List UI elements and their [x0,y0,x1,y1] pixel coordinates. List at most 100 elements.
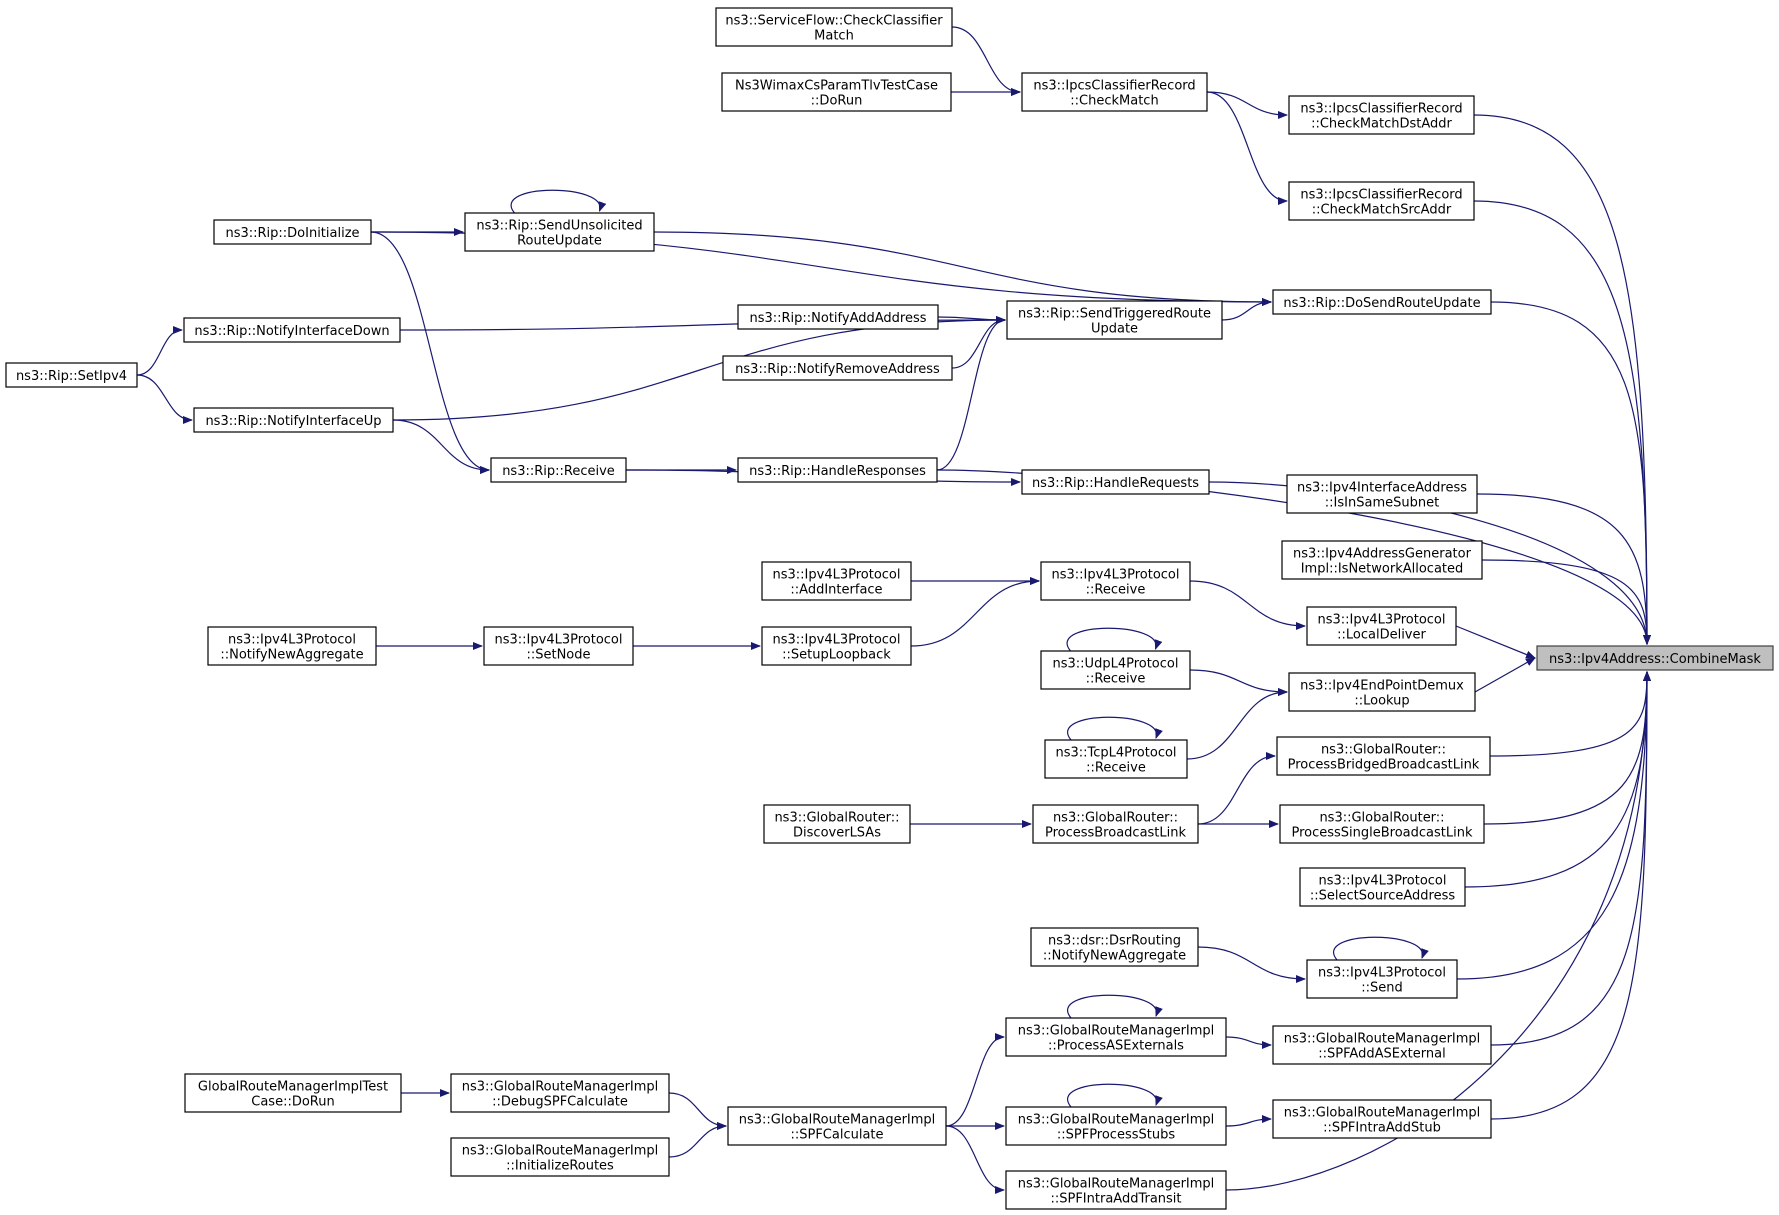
node-handle-requests[interactable]: ns3::Rip::HandleRequests [1021,469,1210,495]
node-s-p-f-stubs[interactable]: ns3::GlobalRouteManagerImpl::SPFProcessS… [1005,1106,1227,1146]
node-local-deliver[interactable]: ns3::Ipv4L3Protocol::LocalDeliver [1306,606,1457,646]
node-init-routes[interactable]: ns3::GlobalRouteManagerImpl::InitializeR… [450,1137,670,1177]
node-label: ns3::Rip::DoSendRouteUpdate [1283,296,1480,311]
node-do-initialize[interactable]: ns3::Rip::DoInitialize [213,219,372,245]
node-label: ns3::Rip::Receive [502,464,615,479]
node-label: ProcessBridgedBroadcastLink [1288,758,1480,773]
node-set-node[interactable]: ns3::Ipv4L3Protocol::SetNode [483,626,634,666]
node-check-match-src[interactable]: ns3::IpcsClassifierRecord::CheckMatchSrc… [1288,181,1475,221]
node-proc-broadcast[interactable]: ns3::GlobalRouter::ProcessBroadcastLink [1032,804,1199,844]
node-box [722,355,953,381]
node-is-in-same-subnet[interactable]: ns3::Ipv4InterfaceAddress::IsInSameSubne… [1286,474,1478,514]
node-udp-receive[interactable]: ns3::UdpL4Protocol::Receive [1040,650,1191,690]
node-check-match[interactable]: ns3::IpcsClassifierRecord::CheckMatch [1021,72,1208,112]
node-box [1536,645,1774,671]
node-dsr-notify[interactable]: ns3::dsr::DsrRouting::NotifyNewAggregate [1030,927,1199,967]
node-box [184,1073,402,1113]
node-s-p-f-add-a-s-ext[interactable]: ns3::GlobalRouteManagerImpl::SPFAddASExt… [1272,1025,1492,1065]
edge-L3Receive-to-LocalDeliver [1189,580,1306,630]
node-l3-send[interactable]: ns3::Ipv4L3Protocol::Send [1306,959,1458,999]
node-proc-single[interactable]: ns3::GlobalRouter::ProcessSingleBroadcas… [1279,804,1485,844]
node-label: ns3::GlobalRouteManagerImpl [462,1080,659,1095]
node-notify-add-addr[interactable]: ns3::Rip::NotifyAddAddress [737,304,939,330]
node-notify-new-agg[interactable]: ns3::Ipv4L3Protocol::NotifyNewAggregate [207,626,377,666]
node-label: ::SetupLoopback [782,648,891,663]
node-label: ::Receive [1086,583,1146,598]
node-label: ns3::GlobalRouteManagerImpl [739,1113,936,1128]
node-add-interface[interactable]: ns3::Ipv4L3Protocol::AddInterface [761,561,912,601]
edge-TcpReceive-to-TcpReceive [1067,716,1163,741]
node-check-match-dst[interactable]: ns3::IpcsClassifierRecord::CheckMatchDst… [1288,95,1475,135]
node-select-src[interactable]: ns3::Ipv4L3Protocol::SelectSourceAddress [1299,867,1466,907]
node-box [1021,469,1210,495]
edge-UdpReceive-to-UdpReceive [1066,627,1163,652]
node-notify-remove-addr[interactable]: ns3::Rip::NotifyRemoveAddress [722,355,953,381]
node-label: ::Receive [1086,761,1146,776]
node-box [1279,804,1485,844]
node-s-p-f-calc[interactable]: ns3::GlobalRouteManagerImpl::SPFCalculat… [727,1106,947,1146]
edge-CheckMatch-to-CheckMatchDst [1206,91,1288,119]
node-label: ::NotifyNewAggregate [1043,949,1186,964]
node-rip-receive[interactable]: ns3::Rip::Receive [490,457,627,483]
node-label: ::DebugSPFCalculate [492,1095,628,1110]
edge-SPFStubs-to-SPFIntraStub [1225,1115,1272,1127]
edge-SetupLoopback-to-L3Receive [910,577,1040,647]
node-label: ns3::GlobalRouteManagerImpl [1018,1113,1215,1128]
node-proc-bridged[interactable]: ns3::GlobalRouter::ProcessBridgedBroadca… [1276,736,1491,776]
node-label: ns3::Ipv4L3Protocol [773,568,901,583]
node-label: ns3::Ipv4AddressGenerator [1293,547,1472,562]
node-setup-loopback[interactable]: ns3::Ipv4L3Protocol::SetupLoopback [761,626,912,666]
node-label: ns3::Rip::NotifyAddAddress [749,311,926,326]
node-label: ns3::GlobalRouteManagerImpl [1018,1177,1215,1192]
node-label: ::SPFAddASExternal [1318,1047,1445,1062]
node-set-ipv4[interactable]: ns3::Rip::SetIpv4 [5,362,138,388]
node-box [1286,474,1478,514]
node-label: ns3::Ipv4L3Protocol [1318,966,1446,981]
node-notify-if-up[interactable]: ns3::Rip::NotifyInterfaceUp [193,407,394,433]
node-s-p-f-intra-stub[interactable]: ns3::GlobalRouteManagerImpl::SPFIntraAdd… [1272,1099,1492,1139]
node-label: ns3::Ipv4Address::CombineMask [1549,652,1761,667]
node-is-network-allocated[interactable]: ns3::Ipv4AddressGeneratorImpl::IsNetwork… [1281,540,1483,580]
edge-L3Send-to-root [1456,671,1651,980]
node-label: ns3::Ipv4L3Protocol [228,633,356,648]
node-box [1005,1017,1227,1057]
edge-IsInSameSubnet-to-root [1476,493,1651,645]
edge-ProcASExt-to-SPFAddASExt [1225,1036,1272,1049]
node-label: Case::DoRun [251,1095,334,1110]
node-box [1040,561,1191,601]
node-label: ::Send [1361,981,1403,996]
node-box [193,407,394,433]
node-discover-l-s-as[interactable]: ns3::GlobalRouter::DiscoverLSAs [763,804,911,844]
node-debug-s-p-f[interactable]: ns3::GlobalRouteManagerImpl::DebugSPFCal… [450,1073,670,1113]
node-label: ::ProcessASExternals [1048,1039,1184,1054]
node-wimax-do-run[interactable]: Ns3WimaxCsParamTlvTestCase::DoRun [721,72,952,112]
edge-LocalDeliver-to-root [1455,625,1536,659]
node-label: ::CheckMatchDstAddr [1311,117,1452,132]
node-box [1030,927,1199,967]
node-label: ns3::Rip::NotifyRemoveAddress [735,362,940,377]
node-notify-if-down[interactable]: ns3::Rip::NotifyInterfaceDown [183,317,401,343]
edge-DsrNotify-to-L3Send [1197,946,1306,983]
node-box [1272,289,1492,315]
node-lookup[interactable]: ns3::Ipv4EndPointDemux::Lookup [1288,672,1476,712]
node-label: ns3::Rip::DoInitialize [225,226,359,241]
edge-SendUnsolicited-to-SendUnsolicited [510,189,607,214]
node-tcp-receive[interactable]: ns3::TcpL4Protocol::Receive [1044,739,1188,779]
node-label: ns3::ServiceFlow::CheckClassifier [725,14,943,29]
node-label: ns3::Ipv4L3Protocol [1052,568,1180,583]
node-proc-a-s-ext[interactable]: ns3::GlobalRouteManagerImpl::ProcessASEx… [1005,1017,1227,1057]
edge-SPFStubs-to-SPFStubs [1067,1083,1163,1108]
node-do-send-route[interactable]: ns3::Rip::DoSendRouteUpdate [1272,289,1492,315]
node-label: ns3::GlobalRouteManagerImpl [1018,1024,1215,1039]
edge-UdpReceive-to-Lookup [1189,669,1288,696]
node-s-p-f-intra-transit[interactable]: ns3::GlobalRouteManagerImpl::SPFIntraAdd… [1005,1170,1227,1210]
edge-CheckClassifierMatch-to-CheckMatch [951,26,1021,96]
node-handle-responses[interactable]: ns3::Rip::HandleResponses [737,457,938,483]
node-l3-receive[interactable]: ns3::Ipv4L3Protocol::Receive [1040,561,1191,601]
node-label: ns3::Rip::HandleRequests [1032,476,1199,491]
node-root[interactable]: ns3::Ipv4Address::CombineMask [1536,645,1774,671]
